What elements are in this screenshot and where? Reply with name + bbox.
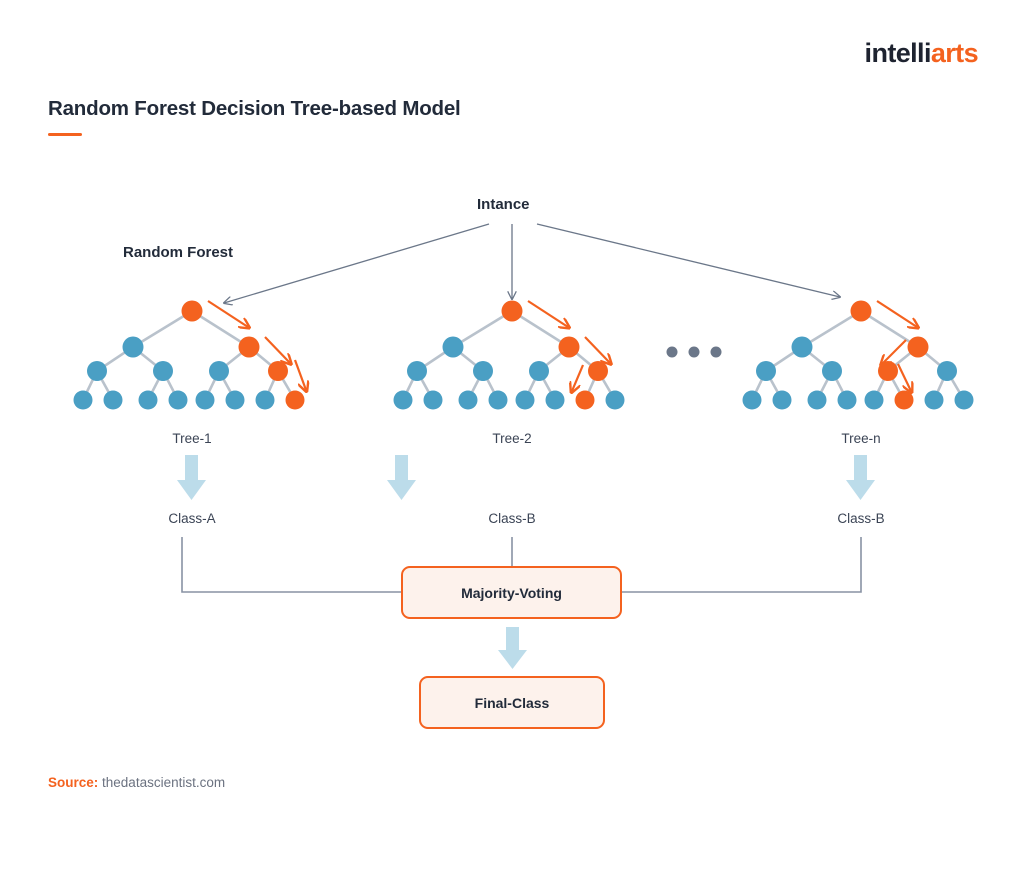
tree-2-leaf: [393, 390, 413, 410]
tree-1-node: [153, 361, 173, 381]
tree-2-root-node: [501, 300, 523, 322]
tree-1-edges: [81, 309, 297, 401]
tree-2-edges: [401, 309, 617, 401]
tree-1-node: [87, 361, 107, 381]
source-attribution: Source: thedatascientist.com: [48, 775, 225, 790]
tree-n-label: Tree-n: [841, 431, 881, 446]
tree-2-leaf: [458, 390, 478, 410]
tree-n-class-label: Class-B: [837, 511, 885, 526]
tree-1-leaf: [255, 390, 275, 410]
tree-n-leaf: [924, 390, 944, 410]
tree-n-leaf: [864, 390, 884, 410]
tree-n-node: [822, 361, 842, 381]
tree-1-class-label: Class-A: [168, 511, 216, 526]
tree-n-class-arrow: [846, 455, 875, 500]
tree-n-graph: [742, 300, 974, 410]
source-label: Source:: [48, 775, 99, 790]
tree-2-leaf: [423, 390, 443, 410]
tree-1-leaf: [138, 390, 158, 410]
tree-2-leaf: [488, 390, 508, 410]
tree-1-leaf: [168, 390, 188, 410]
tree-1-class-arrow: [177, 455, 206, 500]
tree-1-leaf: [195, 390, 215, 410]
tree-2-node-selected: [558, 336, 580, 358]
tree-ellipsis: [666, 346, 722, 358]
tree-1-leaf-selected: [285, 390, 305, 410]
tree-1-root-node: [181, 300, 203, 322]
connector-class-b-right: [622, 537, 862, 593]
tree-2-path-arrows: [527, 300, 610, 391]
tree-2-node: [407, 361, 427, 381]
tree-2-graph: [393, 300, 625, 410]
intelliarts-logo: intelliarts: [864, 38, 979, 68]
tree-1-node-selected: [238, 336, 260, 358]
instance-arrow-left: [224, 223, 490, 303]
tree-1-leaf: [225, 390, 245, 410]
tree-2-class-arrow: [387, 455, 416, 500]
title-underline-accent: [48, 133, 82, 136]
tree-n-path-arrows: [876, 300, 917, 391]
page-title: Random Forest Decision Tree-based Model: [48, 97, 461, 120]
tree-n-leaf: [837, 390, 857, 410]
source-value: thedatascientist.com: [102, 775, 226, 790]
tree-1-leaf: [73, 390, 93, 410]
tree-n-node-selected: [907, 336, 929, 358]
logo-text-primary: intelli: [864, 38, 932, 68]
tree-n-node: [791, 336, 813, 358]
tree-n-node-selected: [878, 361, 898, 381]
tree-2-leaf: [545, 390, 565, 410]
tree-n-node: [937, 361, 957, 381]
tree-n-leaf-selected: [894, 390, 914, 410]
tree-2-node: [442, 336, 464, 358]
tree-n-leaf: [807, 390, 827, 410]
final-class-box: Final-Class: [419, 676, 605, 729]
tree-2-label: Tree-2: [492, 431, 532, 446]
tree-n-edges: [750, 309, 966, 401]
tree-n-root-node: [850, 300, 872, 322]
tree-n-leaf: [742, 390, 762, 410]
tree-2-leaf: [515, 390, 535, 410]
tree-2-node-selected: [588, 361, 608, 381]
instance-arrow-right: [536, 223, 840, 297]
tree-1-node-selected: [268, 361, 288, 381]
tree-n-node: [756, 361, 776, 381]
tree-to-class-arrows: [177, 455, 875, 500]
tree-2-leaf: [605, 390, 625, 410]
tree-2-node: [473, 361, 493, 381]
class-to-voting-connectors: [181, 537, 862, 593]
tree-1-node: [122, 336, 144, 358]
tree-n-leaf: [954, 390, 974, 410]
connector-class-a: [181, 537, 401, 593]
tree-1-node: [209, 361, 229, 381]
tree-2-node: [529, 361, 549, 381]
tree-1-label: Tree-1: [172, 431, 212, 446]
majority-voting-box: Majority-Voting: [401, 566, 622, 619]
tree-1-path-arrows: [207, 300, 306, 390]
tree-n-leaf: [772, 390, 792, 410]
tree-1-graph: [73, 300, 307, 410]
instance-label: Intance: [477, 196, 530, 213]
tree-2-class-label: Class-B: [488, 511, 536, 526]
tree-1-leaf: [103, 390, 123, 410]
voting-to-final-arrow: [498, 627, 527, 669]
logo-text-accent: arts: [930, 38, 979, 68]
random-forest-label: Random Forest: [123, 244, 234, 261]
tree-2-leaf-selected: [575, 390, 595, 410]
